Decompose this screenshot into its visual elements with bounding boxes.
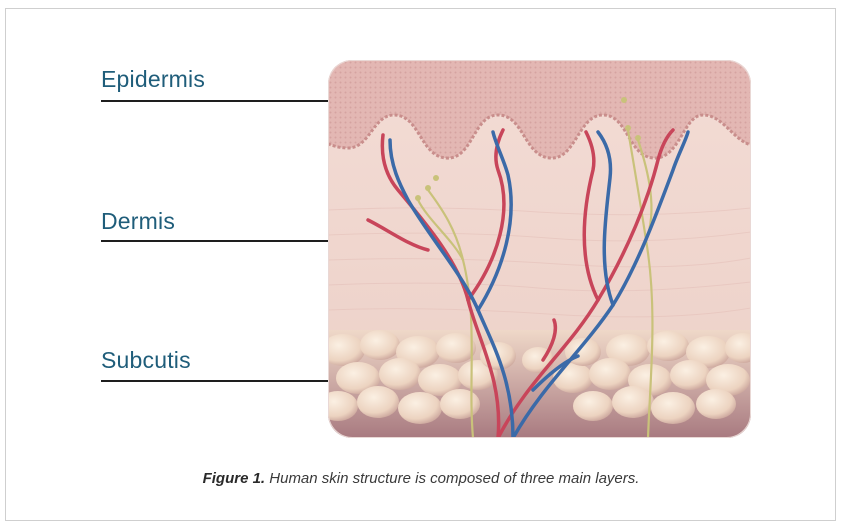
skin-cross-section-illustration [328,60,751,438]
label-subcutis: Subcutis [101,347,191,374]
label-epidermis: Epidermis [101,66,205,93]
caption-text: Human skin structure is composed of thre… [269,470,639,487]
label-dermis: Dermis [101,208,175,235]
leader-subcutis [101,380,341,382]
leader-dermis [101,240,341,242]
leader-epidermis [101,100,341,102]
figure-caption: Figure 1. Human skin structure is compos… [0,470,842,487]
figure-number: Figure 1. [203,470,266,487]
